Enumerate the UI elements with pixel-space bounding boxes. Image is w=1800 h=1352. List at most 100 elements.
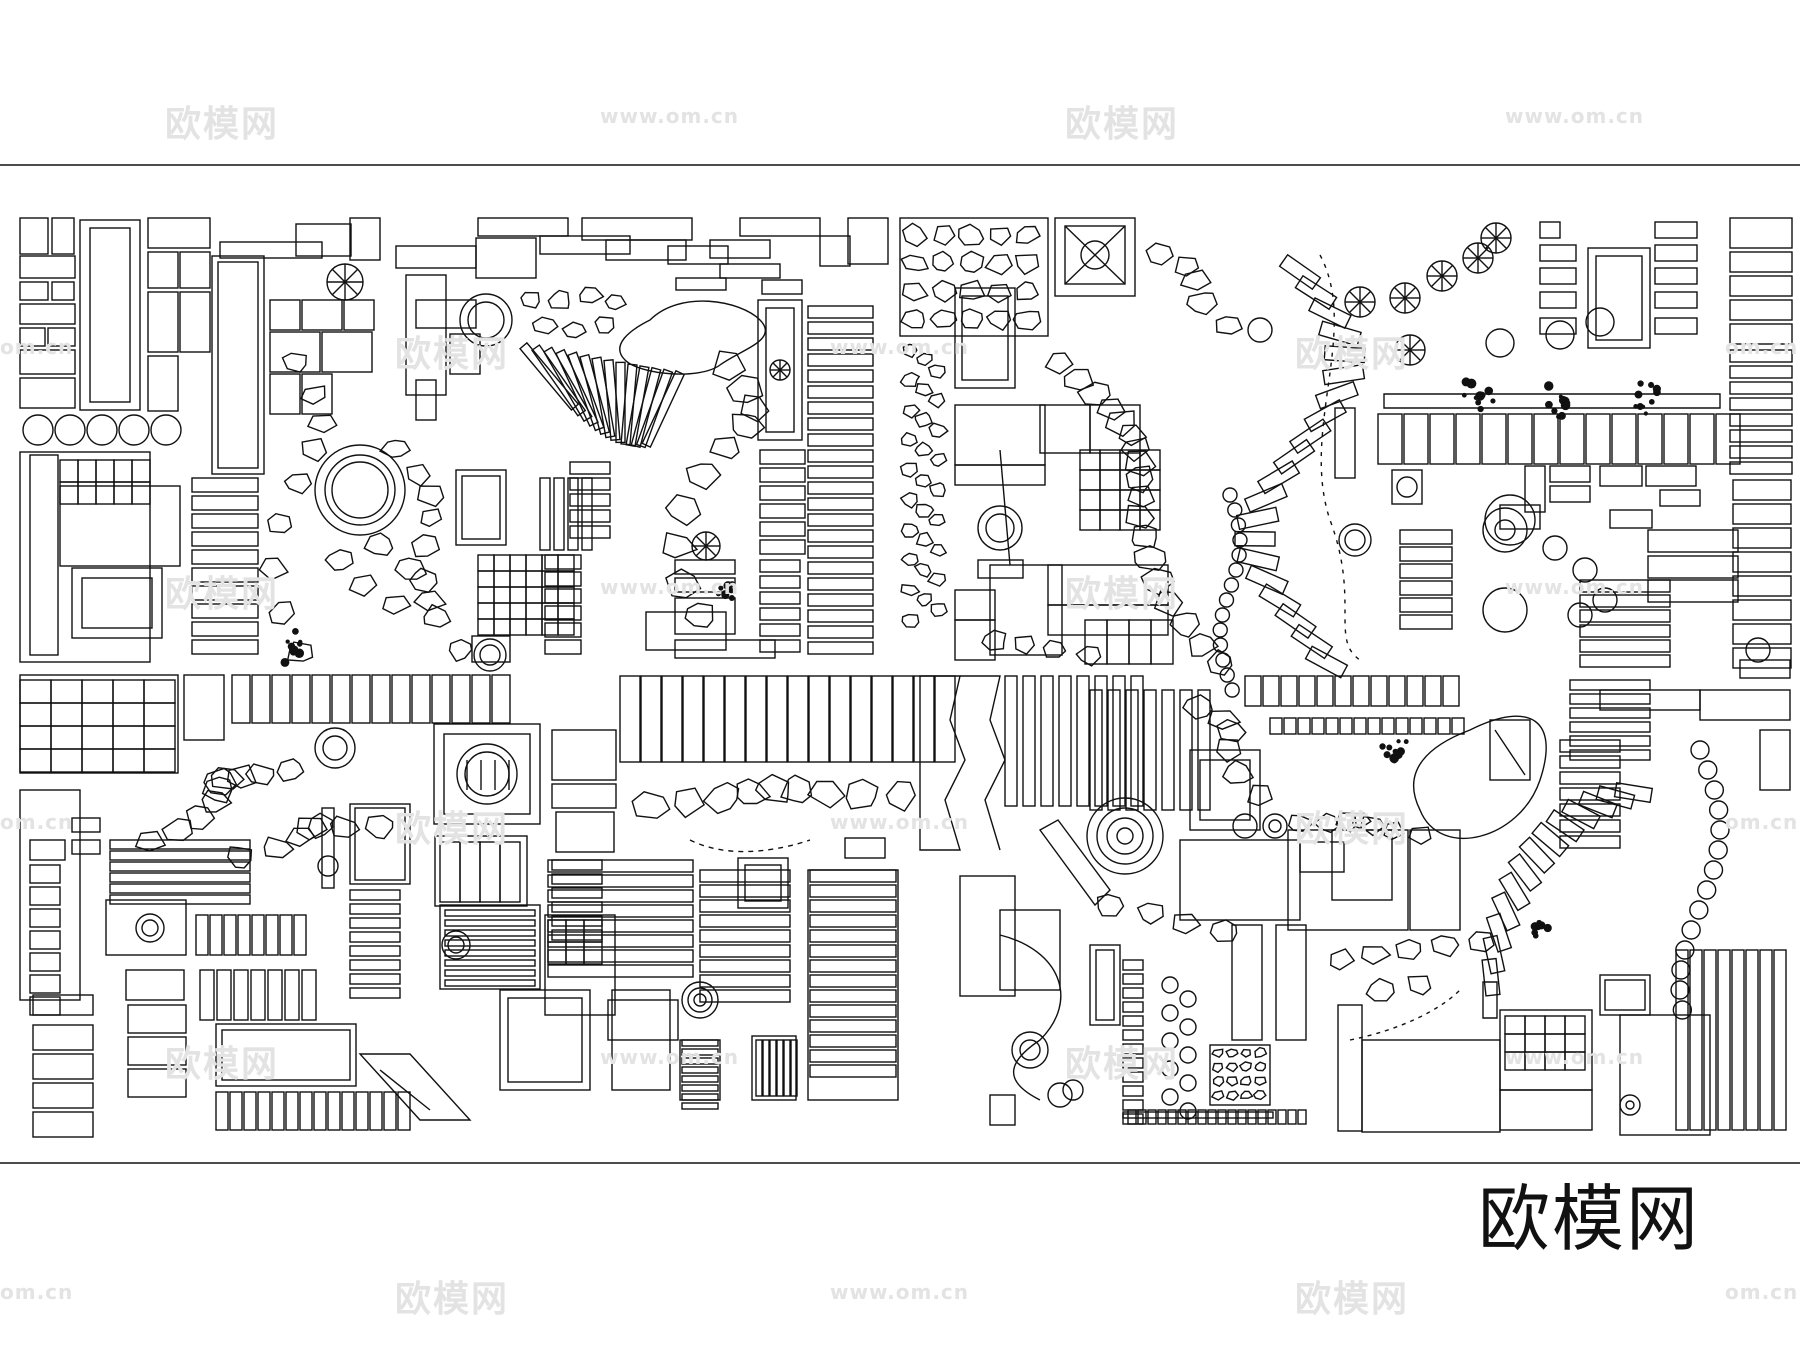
paving-block [47,327,76,347]
curved-plank [1323,344,1366,364]
circle-feature [464,751,510,797]
brick-course [1569,693,1651,705]
circle-feature [985,513,1015,543]
stepping-stone [1254,1076,1267,1086]
irregular-edge [960,675,1006,851]
shrub-symbol [1383,751,1391,759]
paving-block [1409,829,1461,931]
planting-symbol-group [280,222,1661,939]
plank [807,305,874,319]
paving-block [19,303,76,325]
plank [32,1053,94,1080]
stepping-stone [1216,718,1247,743]
plank [892,675,914,763]
grid-tile [525,602,543,620]
grid-tile [143,748,176,773]
plank [1579,624,1671,638]
grid-tile [59,459,79,483]
plank [1559,755,1621,769]
paving-block [674,559,736,575]
plank [809,899,897,913]
stepping-stone [901,282,929,302]
plank [759,485,806,501]
plank [349,917,401,929]
plank [809,1064,897,1078]
stepping-stone [985,310,1012,332]
plank [1559,413,1585,465]
paving-block [977,559,1024,579]
grid-tile [493,586,511,604]
grid-tile [557,618,575,636]
stepping-stone [1104,410,1135,438]
stepping-stone [1015,225,1041,244]
paving-block [29,839,66,861]
plank [1732,623,1792,645]
brick-course [699,989,791,1003]
stepping-stone [914,474,932,488]
dark-block [1217,1109,1227,1125]
plank [759,639,801,653]
tree-branch [1477,257,1490,270]
plank [809,959,897,973]
stepping-stone [1145,242,1174,266]
paving-block [343,299,375,331]
watermark-url: om.cn [0,1280,74,1304]
diamond-tile [358,1053,472,1121]
plank [934,675,956,763]
grid-tile [95,481,115,505]
stepping-stone [244,763,275,786]
watermark-url: www.om.cn [1505,575,1645,599]
tree-branch [1404,286,1417,299]
vertical-plank [1125,689,1139,811]
plank [391,674,411,724]
plank [1729,365,1793,379]
circle-feature [1096,807,1154,865]
circle-feature [1062,1079,1084,1101]
plank [1579,579,1671,593]
plank [1429,413,1455,465]
shrub-symbol [1648,381,1655,389]
grid-tile [1524,1015,1546,1035]
paving-block [89,227,131,403]
plank [850,675,872,763]
plank [271,674,291,724]
dark-block [1122,973,1144,985]
shrub-symbol [1532,932,1539,939]
tree-branch [1495,237,1508,250]
shrub-symbol [1544,381,1554,391]
grid-tile [77,481,97,505]
plank [444,969,536,977]
circle-feature [1708,840,1728,860]
shrub-symbol [289,648,297,656]
paving-block [349,803,411,885]
stepping-stone [901,613,920,628]
plank [1732,647,1792,669]
stepping-stone [363,532,394,556]
dashed-circle [1485,328,1515,358]
dashed-edge [1319,254,1361,661]
stepping-tile [1262,675,1280,707]
grid-tile [1084,619,1108,665]
stepping-stone [1207,710,1242,730]
plank [1729,251,1793,273]
paving-block [1595,255,1643,341]
shrub-symbol [287,642,296,651]
plank [544,554,582,570]
grid-tile [477,554,495,572]
plank [544,622,582,638]
plank [327,1091,341,1131]
plank [569,525,611,539]
plank [829,675,851,763]
paving-block [349,217,381,261]
arch-plank [1545,808,1585,843]
stepping-stone [631,791,671,819]
circle-feature [1708,800,1729,820]
circle-feature [1567,602,1593,628]
plank [1732,575,1792,597]
paving-block [1054,217,1136,297]
plank [243,1091,257,1131]
paving-block [507,997,583,1083]
plank [355,1091,369,1131]
circle-feature [1179,1074,1197,1092]
stepping-stone-group [134,222,1495,1102]
